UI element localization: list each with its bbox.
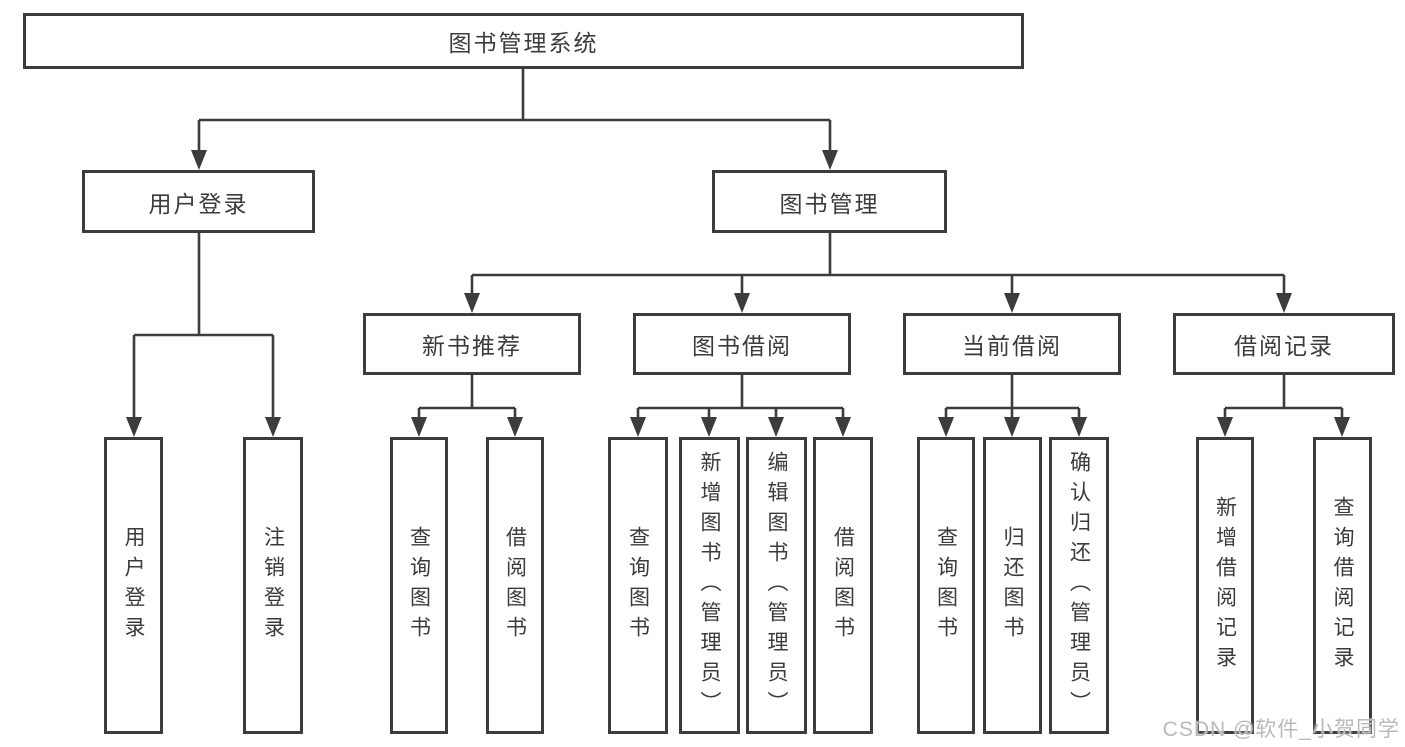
node-leaf-query-books-current-label: 查询图书 <box>934 525 958 646</box>
node-borrow-records: 借阅记录 <box>1173 313 1395 375</box>
node-leaf-query-books-recommend: 查询图书 <box>390 437 448 734</box>
node-leaf-query-books-borrow-label: 查询图书 <box>626 525 650 646</box>
node-leaf-borrow-books-recommend-label: 借阅图书 <box>503 525 527 646</box>
node-leaf-user-login-label: 用户登录 <box>122 525 145 646</box>
node-leaf-query-books-current: 查询图书 <box>917 437 975 734</box>
node-leaf-logout-label: 注销登录 <box>261 525 285 646</box>
node-leaf-borrow-books-label: 借阅图书 <box>831 525 855 646</box>
watermark-text: CSDN @软件_小贺同学 <box>1162 718 1400 741</box>
node-leaf-borrow-books: 借阅图书 <box>813 437 873 734</box>
node-leaf-logout: 注销登录 <box>243 437 303 734</box>
node-leaf-return-books-label: 归还图书 <box>1001 525 1024 646</box>
node-leaf-user-login: 用户登录 <box>104 437 163 734</box>
node-current-borrow-label: 当前借阅 <box>962 333 1062 359</box>
node-new-book-recommend-label: 新书推荐 <box>422 333 522 359</box>
node-leaf-add-books-admin: 新增图书（管理员） <box>679 437 740 734</box>
node-user-login: 用户登录 <box>82 170 315 233</box>
node-borrow-records-label: 借阅记录 <box>1234 333 1334 359</box>
node-leaf-query-borrow-record: 查询借阅记录 <box>1313 437 1372 734</box>
node-leaf-add-books-admin-label: 新增图书（管理员） <box>698 450 721 721</box>
node-leaf-query-borrow-record-label: 查询借阅记录 <box>1331 495 1354 676</box>
node-leaf-confirm-return-admin-label: 确认归还（管理员） <box>1067 450 1091 721</box>
node-leaf-add-borrow-record: 新增借阅记录 <box>1196 437 1254 734</box>
node-leaf-return-books: 归还图书 <box>983 437 1042 734</box>
node-leaf-query-books-recommend-label: 查询图书 <box>407 525 431 646</box>
node-leaf-edit-books-admin-label: 编辑图书（管理员） <box>765 450 788 721</box>
node-book-management: 图书管理 <box>712 170 947 233</box>
node-leaf-borrow-books-recommend: 借阅图书 <box>486 437 544 734</box>
node-new-book-recommend: 新书推荐 <box>363 313 581 375</box>
node-leaf-edit-books-admin: 编辑图书（管理员） <box>746 437 807 734</box>
node-user-login-label: 用户登录 <box>148 190 249 217</box>
node-book-borrow-label: 图书借阅 <box>692 333 792 359</box>
node-leaf-query-books-borrow: 查询图书 <box>608 437 668 734</box>
node-leaf-confirm-return-admin: 确认归还（管理员） <box>1049 437 1109 734</box>
node-book-management-label: 图书管理 <box>779 190 880 217</box>
node-book-borrow: 图书借阅 <box>633 313 851 375</box>
node-leaf-add-borrow-record-label: 新增借阅记录 <box>1213 495 1237 676</box>
node-current-borrow: 当前借阅 <box>903 313 1121 375</box>
node-root-label: 图书管理系统 <box>448 30 599 56</box>
node-root: 图书管理系统 <box>23 13 1024 69</box>
